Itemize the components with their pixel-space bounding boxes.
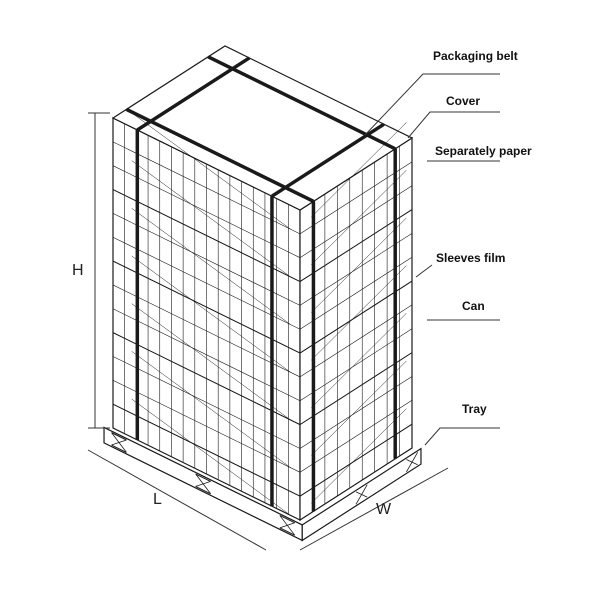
tray-block-hatch bbox=[195, 481, 211, 487]
can-row-line bbox=[299, 185, 413, 258]
can-row-line bbox=[112, 284, 301, 378]
sleeves-film-line bbox=[131, 303, 291, 421]
sleeves-film-line bbox=[131, 351, 291, 468]
can-row-line bbox=[299, 233, 413, 306]
packaging-belt bbox=[207, 55, 396, 151]
can-row-line bbox=[112, 213, 301, 306]
sleeves-film-line bbox=[311, 408, 407, 504]
separately-paper-line bbox=[299, 280, 413, 354]
sleeves-film-line bbox=[131, 398, 291, 516]
sleeves-film-line bbox=[311, 313, 407, 409]
packaging-belt bbox=[271, 122, 385, 198]
length-label: L bbox=[153, 491, 162, 508]
label-can: Can bbox=[462, 299, 485, 313]
can-row-line bbox=[299, 328, 413, 402]
sleeves-film-line bbox=[311, 170, 407, 265]
can-row-line bbox=[299, 161, 413, 235]
sleeves-film-line bbox=[311, 265, 407, 361]
dimension-lines: H L W bbox=[72, 112, 449, 551]
tray-block-hatch bbox=[406, 452, 418, 473]
leader-packaging-belt bbox=[364, 73, 500, 136]
sleeves-film-line bbox=[311, 122, 407, 218]
tray-block-hatch bbox=[111, 439, 127, 446]
label-packaging-belt: Packaging belt bbox=[433, 49, 518, 63]
sleeves-film-line bbox=[131, 160, 291, 278]
tray-block-hatch bbox=[279, 522, 295, 529]
tray-block-hatch bbox=[355, 484, 368, 505]
separately-paper-line bbox=[112, 189, 301, 282]
leader-cover bbox=[407, 111, 500, 139]
can-row-line bbox=[299, 400, 413, 473]
length-dimension-line bbox=[87, 449, 267, 551]
label-cover: Cover bbox=[446, 94, 480, 108]
can-row-line bbox=[299, 376, 413, 449]
width-label: W bbox=[376, 501, 392, 518]
sleeves-film-line bbox=[131, 112, 291, 230]
packaging-belt bbox=[136, 56, 251, 132]
label-separately-paper: Separately paper bbox=[435, 144, 532, 158]
separately-paper-line bbox=[112, 403, 301, 497]
can-row-line bbox=[112, 380, 301, 473]
can-row-line bbox=[299, 304, 413, 378]
sleeves-film-line bbox=[131, 208, 291, 325]
tray-block bbox=[279, 514, 295, 524]
separately-paper-line bbox=[299, 209, 413, 282]
can-row-line bbox=[299, 256, 413, 330]
can-row-line bbox=[112, 236, 301, 330]
separately-paper-line bbox=[112, 260, 301, 354]
tray-block bbox=[279, 527, 295, 536]
sleeves-film-line bbox=[131, 255, 291, 373]
tray-block bbox=[111, 432, 127, 441]
can-row-line bbox=[112, 308, 301, 402]
separately-paper-line bbox=[112, 332, 301, 426]
can-row-line bbox=[112, 165, 301, 258]
separately-paper-line bbox=[299, 423, 413, 497]
tray-block bbox=[195, 485, 211, 495]
leader-tray bbox=[424, 427, 500, 446]
sleeves-film-line bbox=[311, 360, 407, 456]
can-row-line bbox=[112, 356, 301, 449]
tray-block bbox=[195, 473, 211, 482]
height-label: H bbox=[72, 262, 84, 279]
callouts: Packaging belt Cover Separately paper Sl… bbox=[364, 49, 532, 446]
leader-sleeves-film bbox=[415, 264, 433, 278]
can-row-line bbox=[112, 141, 301, 235]
sleeves-film-line bbox=[311, 217, 407, 313]
separately-paper-line bbox=[299, 352, 413, 426]
label-sleeves-film: Sleeves film bbox=[436, 251, 505, 265]
pallet-box bbox=[103, 45, 422, 542]
packaging-belt bbox=[125, 107, 315, 203]
width-dimension-line bbox=[299, 467, 449, 551]
label-tray: Tray bbox=[462, 402, 487, 416]
tray-block bbox=[111, 444, 127, 453]
